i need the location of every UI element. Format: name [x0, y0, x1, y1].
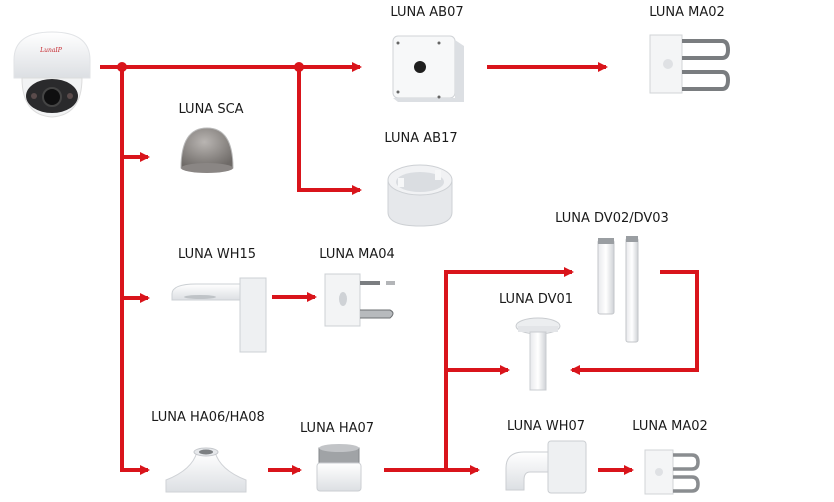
ma02-top-image [649, 34, 731, 94]
label-wh07: LUNA WH07 [506, 419, 586, 434]
dome-camera-image: LunaIP [13, 31, 91, 118]
line-dv0203-to-dv01 [570, 270, 699, 375]
camera-brand-mark: LunaIP [39, 47, 63, 54]
label-sca: LUNA SCA [178, 102, 244, 117]
label-ab17: LUNA AB17 [384, 131, 458, 146]
ab07-image [392, 35, 464, 102]
label-ma04: LUNA MA04 [319, 247, 395, 262]
ha07-image [316, 444, 362, 492]
junction-dots [117, 62, 304, 72]
label-dv0203: LUNA DV02/DV03 [555, 211, 669, 226]
label-ha0608: LUNA HA06/HA08 [151, 410, 265, 425]
label-ma02-top: LUNA MA02 [649, 5, 725, 20]
line-to-ab17 [297, 67, 362, 195]
label-dv01: LUNA DV01 [498, 292, 574, 307]
wh07-image [505, 440, 587, 494]
label-ha07: LUNA HA07 [299, 421, 375, 436]
junction-dot-ab [294, 62, 304, 72]
ab17-image [387, 164, 453, 227]
label-ab07: LUNA AB07 [390, 5, 464, 20]
sca-image [180, 127, 234, 173]
ma02-bottom-image [644, 449, 700, 495]
ha0608-image [165, 447, 247, 493]
ma04-image [324, 273, 395, 327]
dv0203-image [597, 236, 639, 343]
label-wh15: LUNA WH15 [177, 247, 257, 262]
junction-dot-main [117, 62, 127, 72]
connection-lines [100, 62, 699, 475]
label-ma02-bottom: LUNA MA02 [632, 419, 708, 434]
dv01-image [515, 317, 561, 391]
line-to-dv0203 [444, 267, 574, 470]
wh15-image [171, 277, 267, 353]
